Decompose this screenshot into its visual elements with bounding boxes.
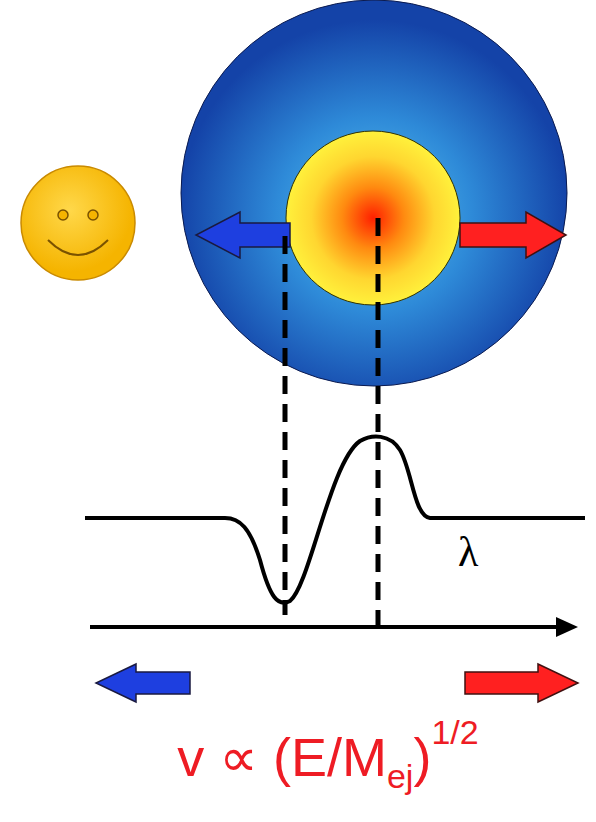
- formula-subscript: ej: [387, 757, 413, 795]
- photosphere: [286, 131, 460, 305]
- face-circle: [21, 166, 135, 280]
- axis-arrowhead: [556, 617, 578, 637]
- dashed-guide: [376, 218, 381, 625]
- eye: [88, 210, 98, 220]
- dashed-guide: [283, 236, 288, 615]
- formula-text: v ∝ (E/M: [177, 727, 387, 787]
- axis-label: λ: [458, 528, 478, 576]
- red-arrow: [460, 212, 566, 258]
- line-profile: [85, 437, 585, 603]
- red-arrow: [465, 664, 578, 702]
- blue-arrow: [196, 212, 290, 258]
- formula-text: ): [413, 727, 431, 787]
- formula-exponent: 1/2: [431, 713, 478, 751]
- ejecta-sphere: [181, 0, 567, 386]
- eye: [58, 210, 68, 220]
- wavelength-axis: [90, 625, 560, 629]
- smile: [48, 240, 108, 255]
- observer-face: [21, 166, 135, 280]
- blue-arrow: [96, 664, 190, 702]
- velocity-formula: v ∝ (E/Mej)1/2: [177, 712, 478, 797]
